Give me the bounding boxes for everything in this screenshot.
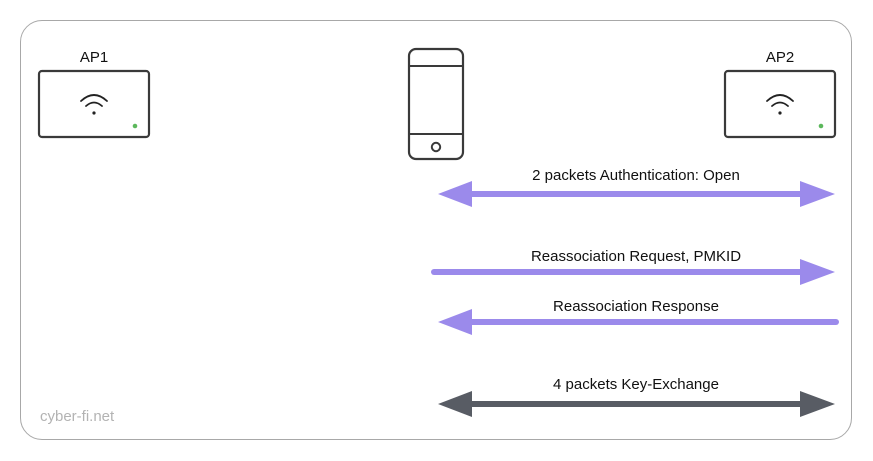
wifi-icon <box>80 94 108 115</box>
message-label-authentication: 2 packets Authentication: Open <box>532 167 740 184</box>
smartphone-icon <box>407 47 465 161</box>
message-arrow-reassociation-response <box>438 309 839 335</box>
message-arrow-authentication <box>438 181 835 207</box>
ap2-device <box>723 69 837 139</box>
status-led-icon <box>818 123 824 129</box>
message-label-key-exchange: 4 packets Key-Exchange <box>553 376 719 393</box>
message-arrow-reassociation-request <box>431 259 835 285</box>
ap1-device <box>37 69 151 139</box>
message-label-reassociation-response: Reassociation Response <box>553 298 719 315</box>
status-led-icon <box>132 123 138 129</box>
ap2-label: AP2 <box>765 49 795 66</box>
message-label-reassociation-request: Reassociation Request, PMKID <box>530 248 742 265</box>
ap1-label: AP1 <box>79 49 109 66</box>
message-arrow-key-exchange <box>438 391 835 417</box>
watermark: cyber-fi.net <box>40 408 115 425</box>
wifi-icon <box>766 94 794 115</box>
